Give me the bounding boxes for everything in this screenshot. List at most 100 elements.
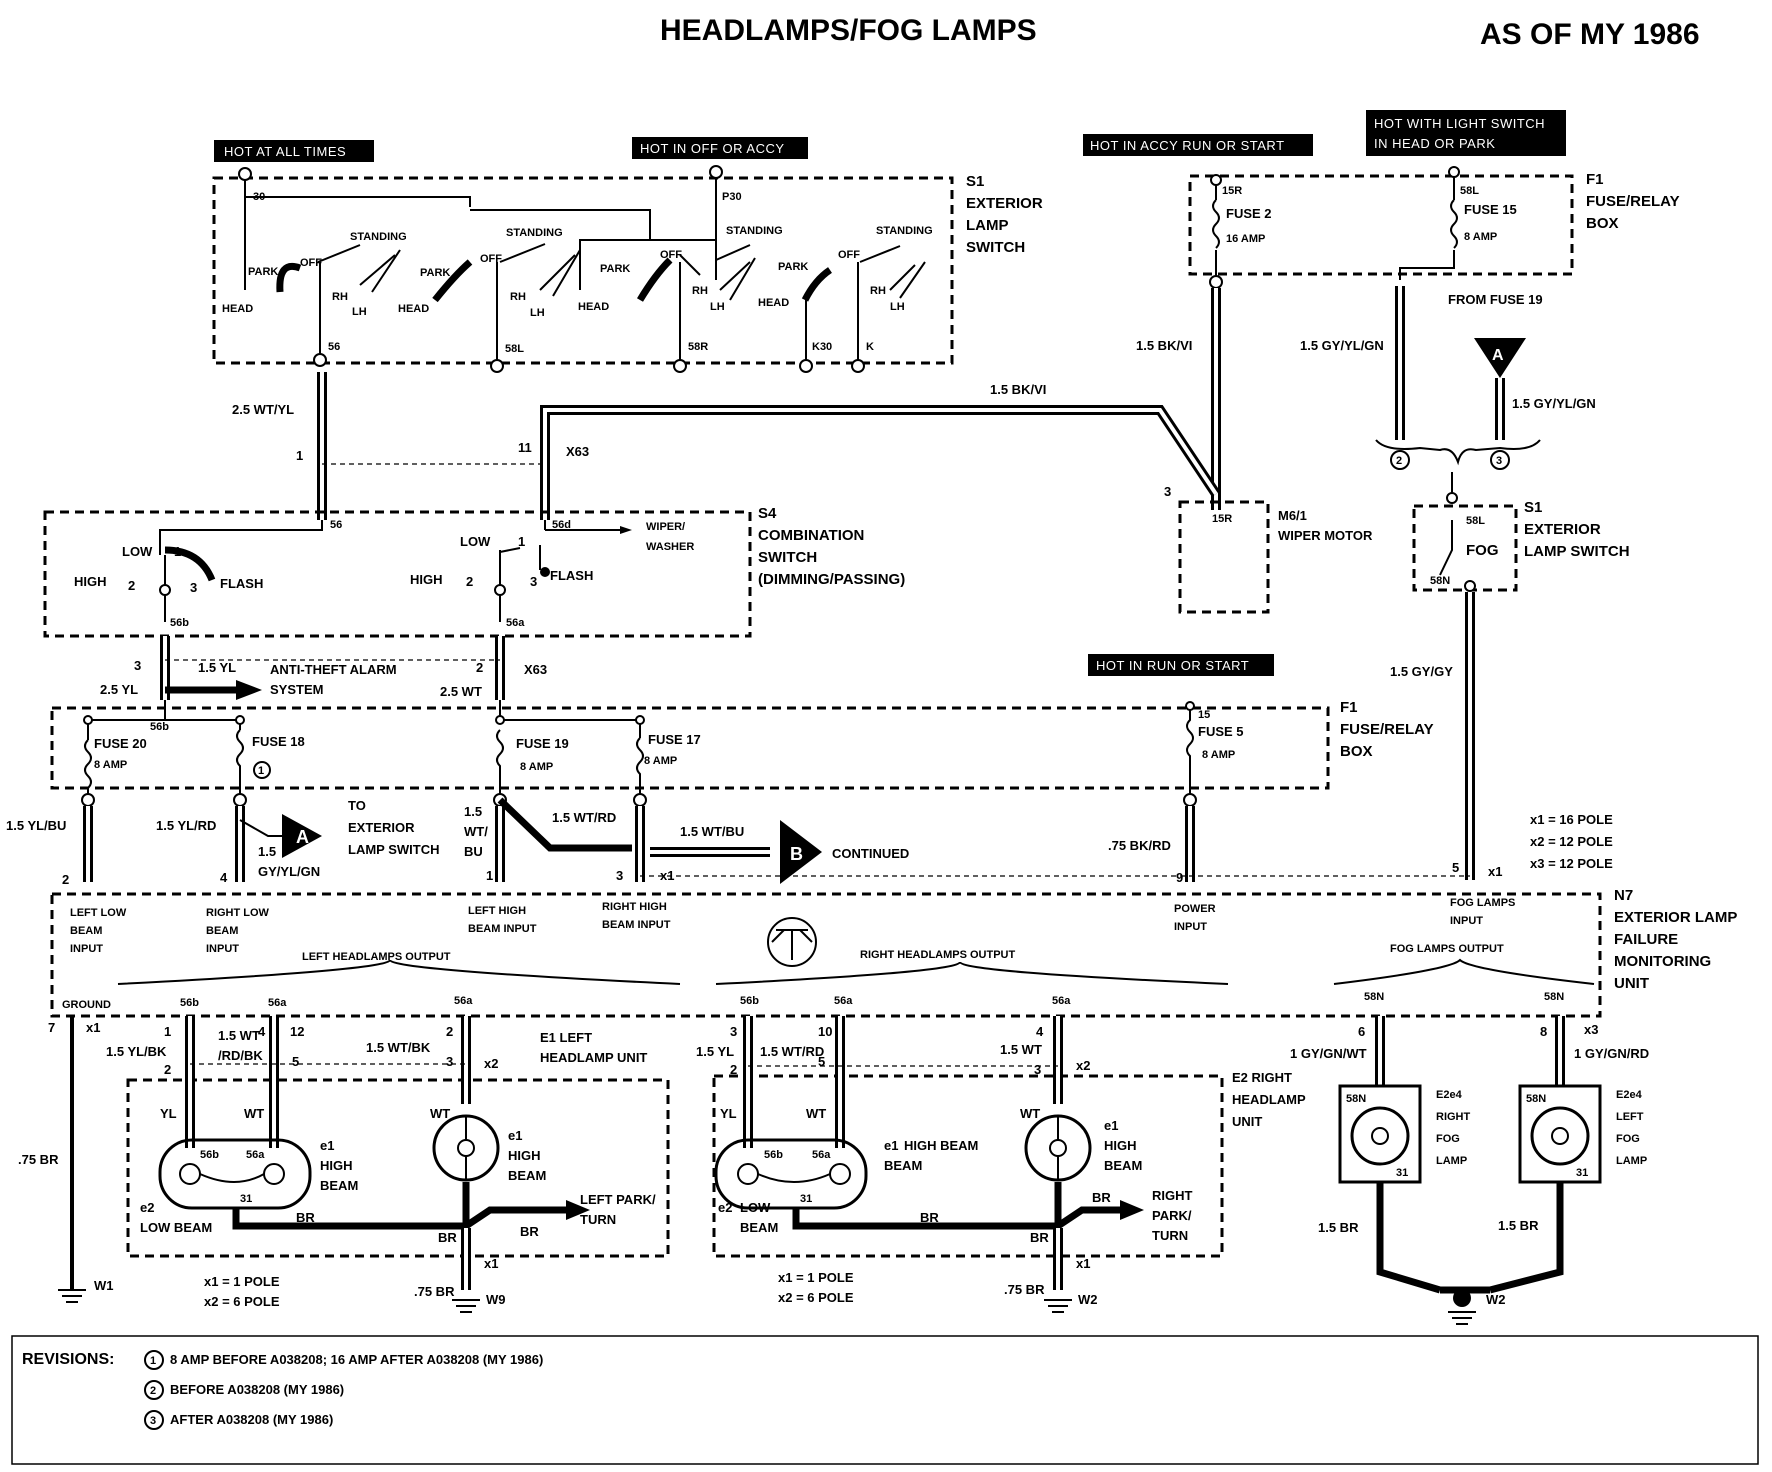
diagram-label: 1.5 YL <box>696 1044 734 1059</box>
diagram-label: 1.5 YL/BK <box>106 1044 167 1059</box>
diagram-label: 31 <box>1396 1167 1408 1179</box>
diagram-label: 3 <box>190 580 197 595</box>
diagram-label: e1 <box>320 1138 334 1153</box>
diagram-label: LOW <box>122 544 153 559</box>
marker-b <box>780 820 822 884</box>
diagram-label: OFF <box>300 257 322 269</box>
diagram-label: INPUT <box>1174 921 1207 933</box>
diagram-label: HEAD <box>222 303 253 315</box>
diagram-label: UNIT <box>1232 1114 1262 1129</box>
s1-fog-switch: 58L FOG 58N S1 EXTERIOR LAMP SWITCH <box>1412 472 1630 592</box>
diagram-label: N7 <box>1614 887 1633 904</box>
diagram-label: EXTERIOR <box>348 820 415 835</box>
diagram-label: STANDING <box>506 227 563 239</box>
diagram-label: 1.5 GY/GY <box>1390 664 1453 679</box>
diagram-label: LOW <box>460 534 491 549</box>
diagram-label: 1 GY/GN/RD <box>1574 1046 1649 1061</box>
diagram-label: 15 <box>1198 709 1210 721</box>
diagram-label: 2 <box>1396 455 1402 467</box>
diagram-label: RH <box>510 291 526 303</box>
diagram-label: E2e4 <box>1616 1089 1643 1101</box>
diagram-label: 1.5 WT/BK <box>366 1040 431 1055</box>
diagram-label: x1 = 16 POLE <box>1530 812 1613 827</box>
diagram-label: F1 <box>1340 699 1358 716</box>
diagram-label: BEAM <box>508 1168 546 1183</box>
diagram-label: A <box>296 827 309 847</box>
diagram-label: TURN <box>1152 1228 1188 1243</box>
diagram-label: 2.5 WT <box>440 684 482 699</box>
diagram-label: LH <box>890 301 905 313</box>
diagram-label: 3 <box>530 574 537 589</box>
diagram-label: x1 <box>484 1256 498 1271</box>
diagram-label: 3 <box>1034 1062 1041 1077</box>
diagram-label: 58L <box>1466 515 1485 527</box>
diagram-label: 1 <box>150 1355 156 1367</box>
model-year: AS OF MY 1986 <box>1480 18 1700 51</box>
m6-wiper-motor: 3 15R M6/1 WIPER MOTOR <box>1164 484 1373 614</box>
diagram-label: M6/1 <box>1278 508 1307 523</box>
diagram-label: e2 <box>140 1200 154 1215</box>
revisions-box: REVISIONS: 1 8 AMP BEFORE A038208; 16 AM… <box>11 1335 1759 1465</box>
diagram-label: RH <box>870 285 886 297</box>
e2e4-right-fog-lamp: 6 1 GY/GN/WT 58N 31 E2e4 RIGHT FOG LAMP <box>1290 1016 1471 1184</box>
ground-w1: 7 x1 .75 BR W1 <box>18 1016 114 1303</box>
diagram-label: FUSE 19 <box>516 736 569 751</box>
diagram-label: MONITORING <box>1614 953 1711 970</box>
diagram-label: 3 <box>134 658 141 673</box>
diagram-label: BR <box>520 1224 539 1239</box>
diagram-label: WT <box>1020 1106 1040 1121</box>
diagram-label: WASHER <box>646 541 694 553</box>
diagram-label: 1.5 BK/VI <box>990 382 1046 397</box>
diagram-label: LAMP SWITCH <box>1524 543 1630 560</box>
diagram-label: WT <box>430 1106 450 1121</box>
diagram-label: x3 <box>1584 1022 1598 1037</box>
diagram-label: BR <box>920 1210 939 1225</box>
diagram-label: HIGH <box>320 1158 353 1173</box>
diagram-label: HEAD <box>578 301 609 313</box>
diagram-label: INPUT <box>1450 915 1483 927</box>
diagram-label: W2 <box>1078 1292 1098 1307</box>
diagram-label: PARK <box>248 266 278 278</box>
diagram-label: INPUT <box>70 943 103 955</box>
diagram-label: 2 <box>62 872 69 887</box>
diagram-label: F1 <box>1586 171 1604 188</box>
diagram-label: 56d <box>552 519 571 531</box>
diagram-title: HEADLAMPS/FOG LAMPS <box>660 14 1037 47</box>
diagram-label: 1 GY/GN/WT <box>1290 1046 1367 1061</box>
diagram-label: ANTI-THEFT ALARM <box>270 662 397 677</box>
diagram-label: .75 BR <box>18 1152 59 1167</box>
diagram-label: 31 <box>1576 1167 1588 1179</box>
diagram-label: BR <box>296 1210 315 1225</box>
diagram-label: BOX <box>1586 215 1619 232</box>
diagram-label: 1.5 <box>258 844 276 859</box>
switch-group-k: PARK OFF STANDING HEAD RH LH K30 K <box>758 225 933 373</box>
diagram-label: .75 BR <box>1004 1282 1045 1297</box>
diagram-label: 4 <box>220 870 228 885</box>
diagram-label: 7 <box>48 1020 55 1035</box>
diagram-label: HOT AT ALL TIMES <box>224 144 346 159</box>
diagram-label: RH <box>332 291 348 303</box>
diagram-label: 1.5 GY/YL/GN <box>1512 396 1596 411</box>
diagram-label: 56b <box>180 997 199 1009</box>
diagram-label: 56 <box>330 519 342 531</box>
diagram-label: W1 <box>94 1278 114 1293</box>
diagram-label: 2.5 WT/YL <box>232 402 294 417</box>
diagram-label: PARK <box>420 267 450 279</box>
diagram-label: 9 <box>1176 870 1183 885</box>
diagram-label: FUSE 18 <box>252 734 305 749</box>
diagram-label: S1 <box>1524 499 1542 516</box>
diagram-label: EXTERIOR <box>966 195 1043 212</box>
diagram-label: HIGH BEAM <box>904 1138 978 1153</box>
diagram-label: BEAM <box>70 925 102 937</box>
diagram-label: W2 <box>1486 1292 1506 1307</box>
diagram-label: WT/ <box>464 824 488 839</box>
diagram-label: 8 <box>1540 1024 1547 1039</box>
revision-1-text: 8 AMP BEFORE A038208; 16 AMP AFTER A0382… <box>170 1352 543 1367</box>
diagram-label: 58L <box>1460 185 1479 197</box>
diagram-label: 5 <box>818 1054 825 1069</box>
diagram-label: BEAM <box>320 1178 358 1193</box>
diagram-label: 1.5 WT <box>1000 1042 1042 1057</box>
diagram-label: 1 <box>164 1024 171 1039</box>
diagram-label: W9 <box>486 1292 506 1307</box>
diagram-label: 58N <box>1364 991 1384 1003</box>
